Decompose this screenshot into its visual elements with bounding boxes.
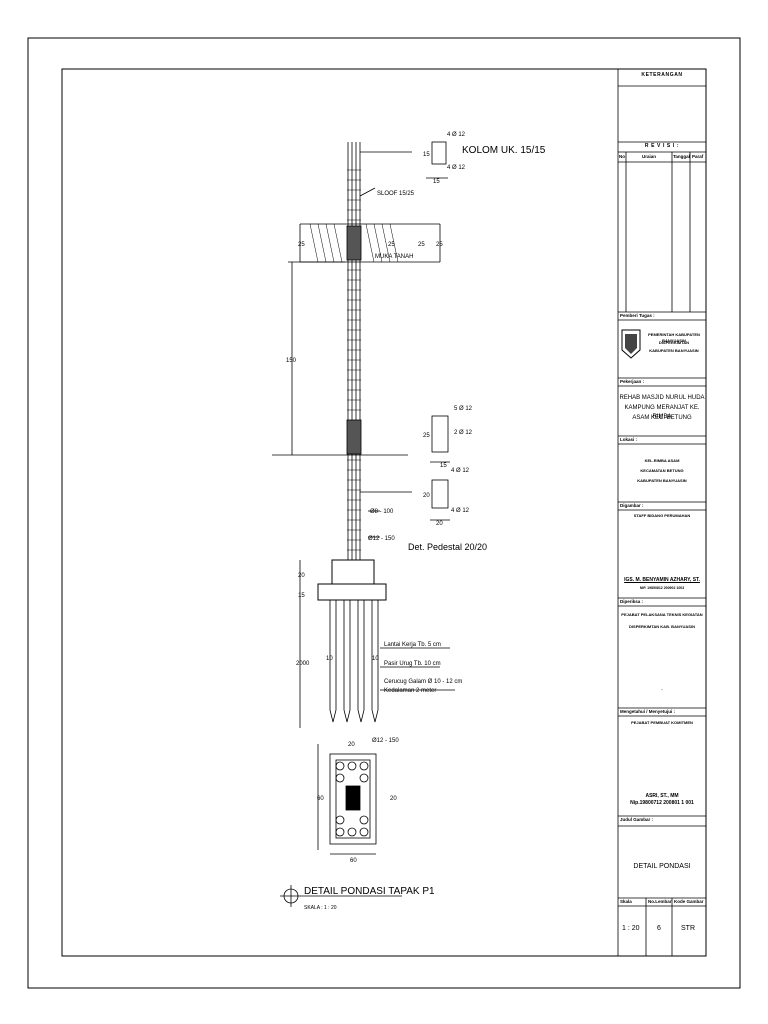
owner-line-1: PEMERINTAH KABUPATEN BANYUASIN [648, 332, 700, 343]
stirrup-label: Ø8 - 100 [370, 509, 394, 515]
drawing-labels: KOLOM UK. 15/15 4 Ø 12 4 Ø 12 15 15 SLOO… [286, 132, 546, 911]
kode-gambar-value: STR [681, 925, 695, 932]
no-lembar-label: No.Lembar [648, 899, 672, 904]
dim-25-d: 25 [436, 242, 443, 248]
outer-border [27, 37, 741, 989]
detail-title: DETAIL PONDASI TAPAK P1 [304, 886, 435, 897]
pedestal-title: Det. Pedestal 20/20 [408, 542, 487, 552]
bar-spacing-label: Ø12 - 150 [368, 536, 395, 542]
mengetahui-name: ASRI, ST., MM [645, 793, 679, 799]
diperiksa-line-2: DISPERKIMTAN KAB. BANYUASIN [629, 624, 695, 629]
muka-tanah-label: MUKA TANAH [375, 254, 413, 260]
pedestal-bar-top: 5 Ø 12 [454, 406, 473, 412]
plan-dim-20-top: 20 [348, 742, 355, 748]
lokasi-label: Lokasi : [620, 437, 638, 442]
digambar-nip: NIP. 19850812 200902 1003 [639, 586, 685, 590]
mengetahui-nip: Nip.19800712 200801 1 001 [630, 800, 694, 806]
lokasi-line-3: KABUPATEN BANYUASIN [637, 478, 687, 483]
title-block-frame [617, 69, 706, 956]
dim-150: 150 [286, 358, 297, 364]
pedestal-dim-25: 25 [423, 433, 430, 439]
detail-scale: SKALA : 1 : 20 [304, 905, 337, 911]
lokasi-line-2: KECAMATAN BETUNG [640, 468, 684, 473]
inner-border [61, 68, 707, 957]
rev-col-tanggal: Tanggal [673, 154, 690, 159]
dim-20: 20 [298, 573, 305, 579]
plan-spacing-label: Ø12 - 150 [372, 738, 399, 744]
rev-col-uraian: Uraian [642, 154, 657, 159]
pasir-urug-label: Pasir Urug Tb. 10 cm [384, 661, 441, 667]
kode-gambar-label: Kode Gambar [674, 899, 704, 904]
dim-25-b: 25 [388, 242, 395, 248]
dim-10a: 10 [326, 656, 333, 662]
pedestal-bar-mid: 2 Ø 12 [454, 430, 473, 436]
cerucuk-label-2: Kedalaman 2 meter [384, 688, 436, 694]
cerucuk-label-1: Cerucug Galam Ø 10 - 12 cm [384, 679, 462, 685]
lantai-kerja-label: Lantai Kerja Tb. 5 cm [384, 642, 441, 648]
rev-col-paraf: Paraf [692, 154, 704, 159]
pedestal-dim-15: 15 [440, 463, 447, 469]
kolom-dim-w: 15 [433, 179, 440, 185]
pedestal2-dim-20: 20 [423, 493, 430, 499]
skala-value: 1 : 20 [622, 925, 640, 932]
detail-title-symbol [280, 885, 402, 907]
pedestal2-bar-bottom: 4 Ø 12 [451, 508, 470, 514]
plan-dim-20-right: 20 [390, 796, 397, 802]
rev-col-no: No [619, 154, 625, 159]
judul-gambar-label: Judul Gambar : [620, 817, 654, 822]
kolom-section-detail [426, 141, 448, 179]
mengetahui-label: Mengetahui / Menyetujui : [620, 709, 676, 714]
digambar-role: STAFF BIDANG PERUMAHAN [633, 513, 691, 518]
pemberi-tugas-label: Pemberi Tugas : [620, 313, 655, 318]
footing-plan [317, 744, 377, 855]
dim-15: 15 [298, 593, 305, 599]
dim-2000: 2000 [296, 661, 310, 667]
column-section [272, 142, 455, 728]
plan-dim-60-left: 60 [317, 796, 324, 802]
owner-line-3: KABUPATEN BANYUASIN [649, 348, 699, 353]
keterangan-header: KETERANGAN [641, 72, 683, 78]
judul-gambar-value: DETAIL PONDASI [633, 863, 691, 870]
pedestal2-bar-top: 4 Ø 12 [451, 468, 470, 474]
pekerjaan-line-2: KAMPUNG MERANJAT KE. RIMBA [624, 405, 700, 420]
kolom-title: KOLOM UK. 15/15 [462, 145, 546, 156]
kolom-bar-top: 4 Ø 12 [447, 132, 466, 138]
pekerjaan-label: Pekerjaan : [620, 379, 645, 384]
no-lembar-value: 6 [657, 925, 661, 932]
owner-line-2: DISPERKIMTAN [658, 340, 690, 345]
regency-emblem [621, 329, 641, 359]
pekerjaan-line-3: ASAM KEC. BETUNG [632, 415, 692, 421]
digambar-label: Digambar : [620, 503, 644, 508]
skala-label: Skala [620, 899, 632, 904]
pedestal-section-detail [430, 415, 450, 521]
diperiksa-mark: - [661, 686, 663, 691]
diperiksa-line-1: PEJABAT PELAKSANA TEKNIS KEGIATAN [621, 612, 703, 617]
mengetahui-role: PEJABAT PEMBUAT KOMITMEN [631, 720, 693, 725]
kolom-dim-h: 15 [423, 152, 430, 158]
kolom-bar-bottom: 4 Ø 12 [447, 165, 466, 171]
lokasi-line-1: KEL.RIMBA ASAM [644, 458, 680, 463]
revisi-header: R E V I S I : [644, 143, 680, 149]
digambar-name: IGS. M. BENYAMIN AZHARY, ST. [624, 577, 700, 583]
dim-25-a: 25 [298, 242, 305, 248]
dim-10b: 10 [372, 656, 379, 662]
diperiksa-label: Diperiksa : [620, 599, 644, 604]
plan-dim-60-bottom: 60 [350, 858, 357, 864]
dim-25-c: 25 [418, 242, 425, 248]
sloof-label: SLOOF 15/25 [377, 191, 415, 197]
pekerjaan-line-1: REHAB MASJID NURUL HUDA [619, 395, 705, 401]
pedestal2-dim-20b: 20 [436, 521, 443, 527]
